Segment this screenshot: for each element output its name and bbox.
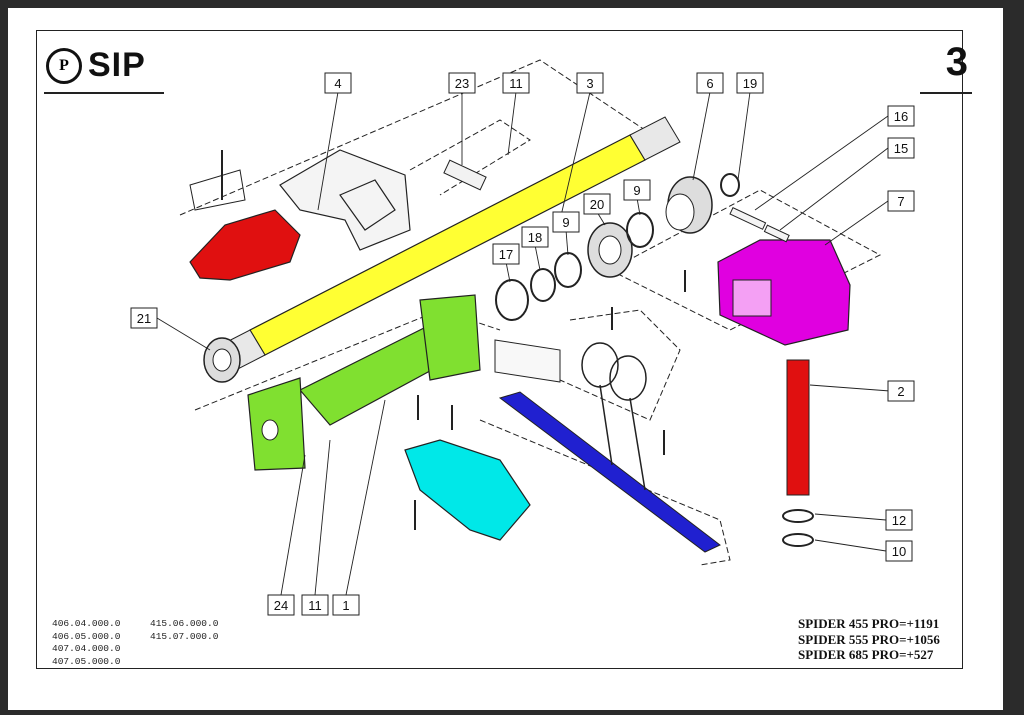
part-label-4: 4: [334, 76, 341, 91]
key-16-15: [729, 207, 790, 243]
guard-bracket: [189, 169, 246, 211]
part-label-3: 3: [586, 76, 593, 91]
gearbox-housing-7: [717, 239, 851, 346]
ring-18: [530, 268, 556, 302]
shim-ring-9b: [554, 252, 582, 288]
part-labels: 4 23 11 3 6 19 16 15 7 9 20 9 18 17 21 2…: [137, 76, 908, 613]
bevel-gear-6: [665, 176, 713, 234]
header-rule-right: [920, 92, 972, 94]
part-label-15: 15: [894, 141, 908, 156]
part-code: 406.04.000.0: [52, 618, 121, 629]
cutter-plate: [404, 439, 531, 541]
spring-tine: [581, 342, 647, 491]
part-label-9b: 9: [562, 215, 569, 230]
label-boxes: [130, 72, 915, 616]
part-label-2: 2: [897, 384, 904, 399]
leader-lines: [156, 91, 891, 596]
part-label-23: 23: [455, 76, 469, 91]
assembly-outline-spring: [559, 309, 681, 421]
bracket-4: [279, 149, 411, 251]
assembly-outline-top: [179, 59, 661, 216]
part-label-7: 7: [897, 194, 904, 209]
part-label-6: 6: [706, 76, 713, 91]
bearing-20: [587, 222, 633, 278]
pin-23: [443, 159, 487, 191]
sip-logo-emblem: P: [46, 47, 82, 84]
part-label-16: 16: [894, 109, 908, 124]
part-label-19: 19: [743, 76, 757, 91]
bearing-21: [203, 337, 241, 383]
washer-12: [782, 509, 814, 523]
brand-name: SIP: [88, 46, 146, 84]
tine-bracket: [494, 339, 561, 383]
part-code: 406.05.000.0: [52, 630, 121, 642]
part-label-10: 10: [892, 544, 906, 559]
part-label-12: 12: [892, 513, 906, 528]
shaft-pin-2: [786, 359, 810, 496]
part-label-17: 17: [499, 247, 513, 262]
part-label-18: 18: [528, 230, 542, 245]
snap-ring-19: [720, 173, 740, 197]
blade-bar: [498, 391, 721, 553]
part-code: 407.05.000.0: [52, 655, 121, 667]
sip-logo: P SIP: [46, 46, 146, 85]
part-label-1: 1: [342, 598, 349, 613]
assembly-outline-pin: [409, 119, 531, 196]
shim-ring-9a: [626, 212, 654, 248]
part-code: 407.04.000.0: [52, 643, 121, 654]
part-codes-left: 406.04.000.0 406.05.000.0 407.04.000.0 4…: [52, 618, 120, 668]
washer-10: [782, 533, 814, 547]
header-rule-left: [44, 92, 164, 94]
part-label-9a: 9: [633, 183, 640, 198]
guard-plate: [189, 209, 301, 281]
part-code: 415.06.000.0: [150, 618, 219, 629]
model-line: SPIDER 455 PRO=+1191: [798, 616, 940, 631]
page-number: 3: [945, 40, 968, 84]
model-list: SPIDER 455 PRO=+1191 SPIDER 555 PRO=+105…: [798, 616, 940, 663]
part-label-11b: 11: [308, 598, 322, 613]
circlip-17: [495, 279, 529, 321]
model-line: SPIDER 685 PRO=+527: [798, 647, 934, 662]
frame-tube-1: [247, 294, 481, 471]
part-label-11a: 11: [509, 76, 523, 91]
part-code: 415.07.000.0: [150, 630, 219, 642]
part-label-21: 21: [137, 311, 151, 326]
drawing-frame: [36, 30, 963, 669]
part-codes-right: 415.06.000.0 415.07.000.0: [150, 618, 218, 643]
part-label-20: 20: [590, 197, 604, 212]
part-label-24: 24: [274, 598, 288, 613]
model-line: SPIDER 555 PRO=+1056: [798, 631, 940, 647]
bolts: [414, 270, 686, 530]
